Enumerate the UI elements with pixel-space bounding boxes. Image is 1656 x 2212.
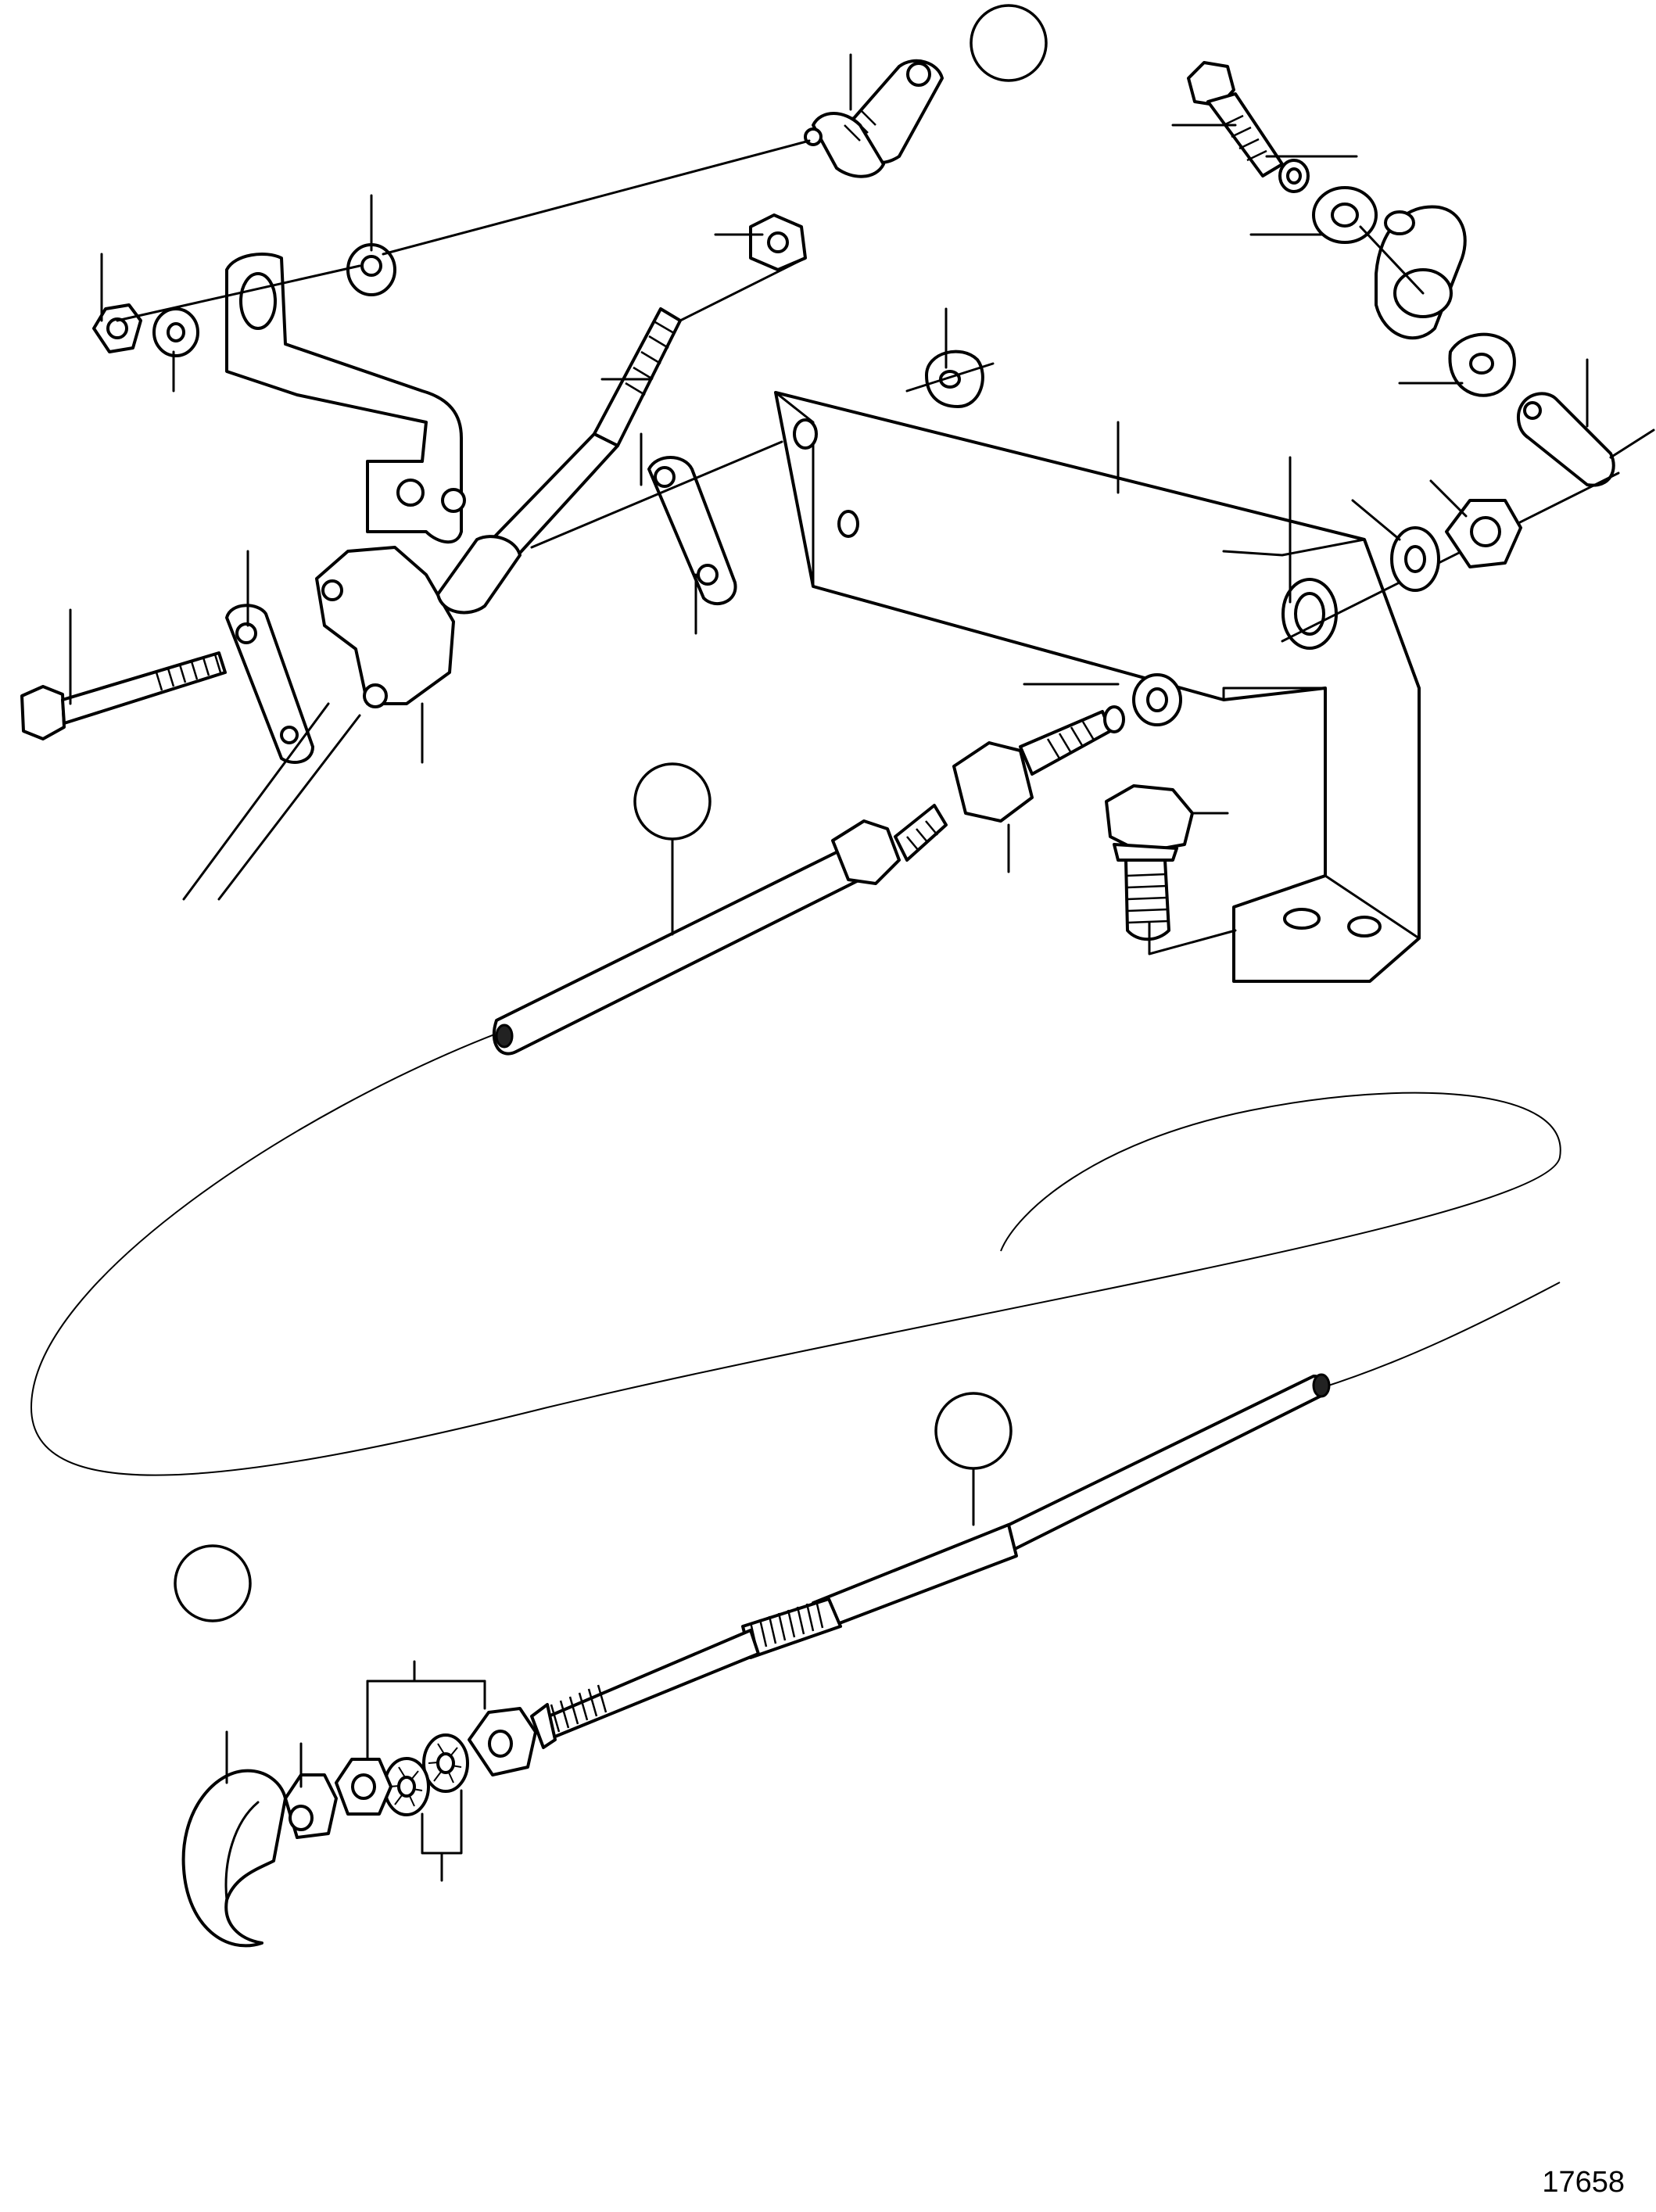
cable-clamp-block xyxy=(315,546,455,708)
cable-rod-lower xyxy=(530,1373,1331,1749)
hex-nut-upper xyxy=(749,213,807,271)
star-washer-2 xyxy=(383,1757,430,1816)
flange-bushing xyxy=(925,350,984,408)
clamp-plate xyxy=(225,604,314,764)
washer-right-lower xyxy=(1448,332,1516,397)
control-knob xyxy=(181,1769,287,1948)
ball-joint-top xyxy=(804,59,944,178)
inner-cable-wire xyxy=(1281,471,1620,643)
lever-washer xyxy=(152,307,199,357)
cable-outer-middle xyxy=(492,804,948,1056)
spacer-bushing xyxy=(346,243,396,296)
figure-number: 17658 xyxy=(1542,2166,1625,2199)
cable-loop xyxy=(30,1031,1561,1476)
callout-circle-left xyxy=(174,1544,252,1622)
lock-washer-top-right xyxy=(1278,159,1310,193)
callout-circle-top xyxy=(970,4,1048,82)
lever-nut xyxy=(92,303,142,353)
cable-adjuster-middle xyxy=(952,705,1125,823)
bolt-top-right xyxy=(1187,61,1284,177)
hex-nut-lower xyxy=(335,1758,392,1816)
callout-circle-lower xyxy=(934,1392,1013,1470)
cable-nut-right xyxy=(1445,499,1522,568)
star-washer-1 xyxy=(422,1733,469,1793)
jam-nut-lower xyxy=(468,1707,537,1776)
flange-bolt xyxy=(1105,784,1194,941)
lever-arm xyxy=(225,253,466,544)
eye-bracket-right xyxy=(1375,205,1467,340)
long-bolt-left xyxy=(20,651,227,740)
leader-lines xyxy=(69,53,1589,1882)
cable-loop-end xyxy=(1321,1282,1561,1389)
callout-circle-middle xyxy=(633,762,712,841)
lock-nut-lower xyxy=(284,1773,338,1839)
main-bracket xyxy=(774,391,1421,983)
cable-washer-right xyxy=(1390,526,1440,592)
washer-under-bracket xyxy=(1132,673,1182,726)
flat-washer-top-right xyxy=(1312,186,1378,244)
link-plate xyxy=(647,456,737,606)
